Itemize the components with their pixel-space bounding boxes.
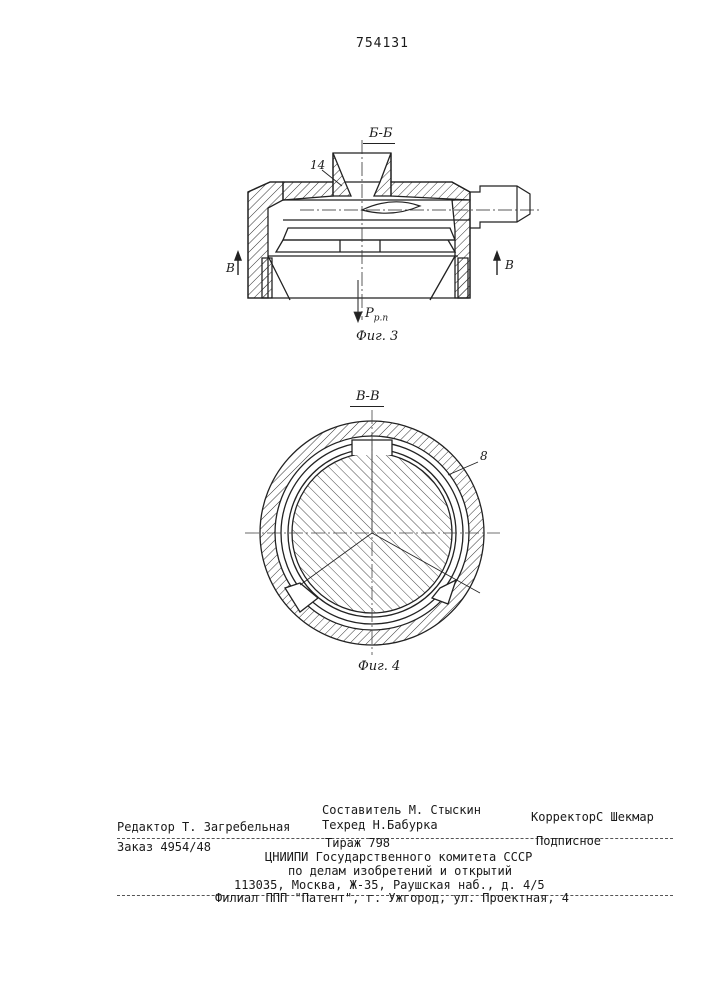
fig3-centerline (354, 140, 362, 322)
fig4-caption: Фиг. 4 (358, 659, 400, 674)
subscription-line: Подписное (536, 834, 601, 848)
fig4-part-number: 8 (480, 449, 488, 463)
techred-line: Техред Н.Бабурка (322, 818, 438, 832)
circulation-line: Тираж 798 (325, 836, 390, 850)
address-line: 113035, Москва, Ж-35, Раушская наб., д. … (234, 878, 545, 892)
branch-line: Филиал ППП "Патент", г. Ужгород, ул. Про… (215, 891, 569, 905)
compiler-line: Составитель М. Стыскин (322, 803, 481, 817)
editor-line: Редактор Т. Загребельная (117, 820, 290, 834)
fig4-section-label: В-В (356, 389, 380, 404)
fig4-section-underline (350, 406, 384, 407)
fig3-housing (248, 153, 470, 300)
order-line: Заказ 4954/48 (117, 840, 211, 854)
corrector-line: КорректорС Шекмар (531, 810, 654, 824)
affairs-line: по делам изобретений и открытий (288, 864, 512, 878)
institute-line: ЦНИИПИ Государственного комитета СССР (265, 850, 532, 864)
